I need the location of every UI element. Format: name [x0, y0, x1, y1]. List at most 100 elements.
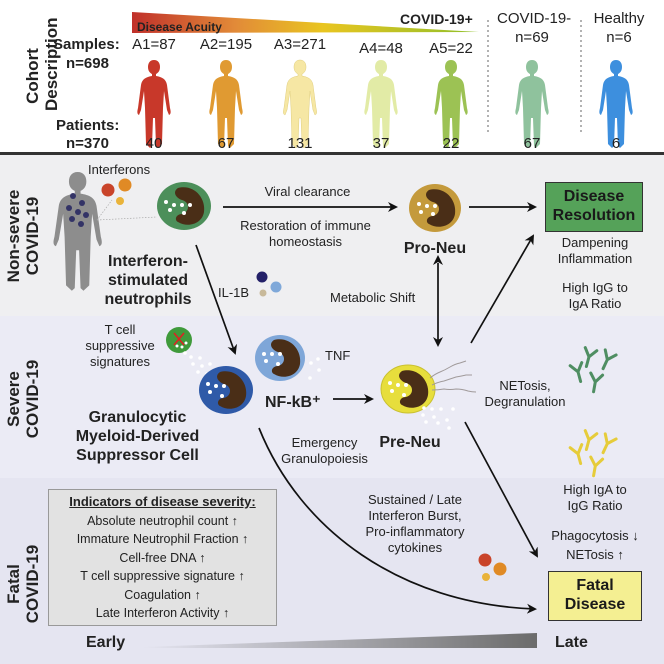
restoration-label-1: Restoration of immune	[240, 218, 371, 233]
netosis-label-1: NETosis,	[499, 378, 551, 393]
interferons-label: Interferons	[88, 162, 151, 177]
group-a3-label: A3=271	[273, 36, 327, 53]
covid-pos-label: COVID-19+	[400, 11, 473, 27]
group-a4-patients: 37	[372, 135, 390, 152]
samples-total: n=698	[66, 55, 109, 72]
patients-label: Patients:	[56, 117, 120, 134]
group-a3-patients: 131	[287, 135, 313, 152]
disease-acuity-label: Disease Acuity	[137, 20, 222, 34]
patients-total: n=370	[66, 135, 109, 152]
restoration-label: Restoration of immune homeostasis	[218, 218, 393, 250]
group-a1-patients: 40	[145, 135, 163, 152]
iga-antibodies-icon	[568, 429, 618, 479]
isn-label-1: Interferon-	[108, 253, 188, 270]
indicator-item: Coagulation ↑	[124, 587, 201, 602]
section-label-fatal-1: Fatal	[4, 564, 23, 604]
group-healthy-title: Healthy	[593, 10, 645, 27]
nonsevere-band	[0, 155, 664, 316]
phagocytosis-label: Phagocytosis ↓	[551, 528, 639, 543]
arrow-isn-to-gmdsc	[195, 244, 237, 355]
emergency-label-1: Emergency	[291, 435, 358, 450]
interferon-dots-icon	[101, 178, 132, 205]
gmdsc-label-1: Granulocytic	[88, 409, 187, 426]
late-label: Late	[555, 634, 588, 651]
metabolic-shift-label: Metabolic Shift	[330, 290, 416, 305]
netosis-fatal-label: NETosis ↑	[566, 547, 624, 562]
gmdsc-icon	[199, 366, 253, 414]
gmdsc-label: Granulocytic Myeloid-Derived Suppressor …	[55, 408, 220, 465]
fatal-label-2: Disease	[564, 596, 626, 613]
group-covid-neg-label: n=69	[515, 29, 549, 46]
dampening-label-1: Dampening	[561, 235, 629, 250]
group-covid-neg-patients: 67	[523, 135, 541, 152]
section-label-nonsevere-1: Non-severe	[4, 189, 23, 283]
igg-ratio-label: High IgG to IgA Ratio	[540, 280, 650, 312]
disease-resolution-box: Disease Resolution	[545, 182, 643, 232]
group-a2-label: A2=195	[199, 36, 253, 53]
sustained-label-1: Sustained / Late	[368, 492, 462, 507]
group-covid-neg-title: COVID-19-	[497, 10, 572, 27]
pre-neu-icon	[380, 364, 436, 414]
group-a2-patients: 67	[217, 135, 235, 152]
indicator-item: Cell-free DNA ↑	[119, 550, 206, 565]
dampening-label: Dampening Inflammation	[540, 235, 650, 267]
arrow-pre-neu-to-fatal	[464, 421, 538, 558]
nfkb-label: NF-kB⁺	[265, 394, 321, 411]
igg-ratio-label-2: IgA Ratio	[568, 296, 622, 311]
group-healthy-label: n=6	[606, 29, 632, 46]
pre-neu-label: Pre-Neu	[379, 434, 441, 451]
emergency-granulopoiesis-label: Emergency Granulopoiesis	[272, 435, 377, 467]
sustained-interferon-label: Sustained / Late Interferon Burst, Pro-i…	[345, 492, 485, 556]
secretion-dots	[183, 351, 212, 376]
nfkb-cell-icon	[255, 335, 305, 381]
fatal-disease-box: Fatal Disease	[548, 571, 642, 621]
section-divider	[0, 152, 664, 155]
time-progression-wedge	[143, 633, 537, 648]
isn-label: Interferon- stimulated neutrophils	[88, 252, 208, 309]
tnf-dots	[308, 357, 321, 380]
cytokine-dots-icon	[478, 553, 507, 581]
indicator-item: Immature Neutrophil Fraction ↑	[76, 532, 249, 546]
group-a5-patients: 22	[442, 135, 460, 152]
early-label: Early	[86, 634, 126, 651]
dampening-label-2: Inflammation	[557, 251, 633, 266]
indicators-title: Indicators of disease severity:	[69, 494, 256, 509]
netosis-label-2: Degranulation	[484, 394, 566, 409]
virus-icons	[66, 193, 89, 227]
section-label-nonsevere-2: COVID-19	[23, 196, 42, 276]
gmdsc-label-2: Myeloid-Derived	[75, 428, 200, 445]
isn-label-3: neutrophils	[104, 291, 192, 308]
severity-indicators-box: Indicators of disease severity: Absolute…	[48, 489, 277, 626]
emergency-label-2: Granulopoiesis	[281, 451, 368, 466]
indicator-item: Late Interferon Activity ↑	[95, 606, 230, 620]
sustained-label-4: cytokines	[387, 540, 443, 555]
samples-label: Samples:	[53, 36, 120, 53]
t-cell-suppressive-label: T cell suppressive signatures	[70, 322, 170, 370]
pro-neu-label: Pro-Neu	[403, 240, 467, 257]
netosis-degranulation-label: NETosis, Degranulation	[470, 378, 580, 410]
disease-acuity-wedge	[132, 12, 479, 33]
iga-ratio-label-1: High IgA to	[563, 482, 627, 497]
t-cell-label-1: T cell	[104, 322, 136, 337]
iga-ratio-label: High IgA to IgG Ratio	[540, 482, 650, 514]
sustained-label-2: Interferon Burst,	[368, 508, 462, 523]
group-a4-label: A4=48	[359, 40, 403, 57]
degranulation-dots	[421, 406, 455, 430]
t-cell-label-2: suppressive	[85, 338, 155, 353]
resolution-label-1: Disease	[563, 188, 625, 205]
igg-ratio-label-1: High IgG to	[562, 280, 628, 295]
viral-clearance-label: Viral clearance	[264, 184, 351, 199]
group-a1-label: A1=87	[132, 36, 176, 53]
t-cell-suppressed-icon	[166, 327, 192, 353]
resolution-label-2: Resolution	[552, 207, 636, 224]
section-label-severe-2: COVID-19	[23, 359, 42, 439]
fatal-label-1: Fatal	[576, 577, 614, 594]
iga-ratio-label-2: IgG Ratio	[567, 498, 623, 513]
group-healthy-patients: 6	[611, 135, 621, 152]
section-label-fatal-2: COVID-19	[23, 544, 42, 624]
isn-neutrophil-icon	[157, 182, 211, 230]
